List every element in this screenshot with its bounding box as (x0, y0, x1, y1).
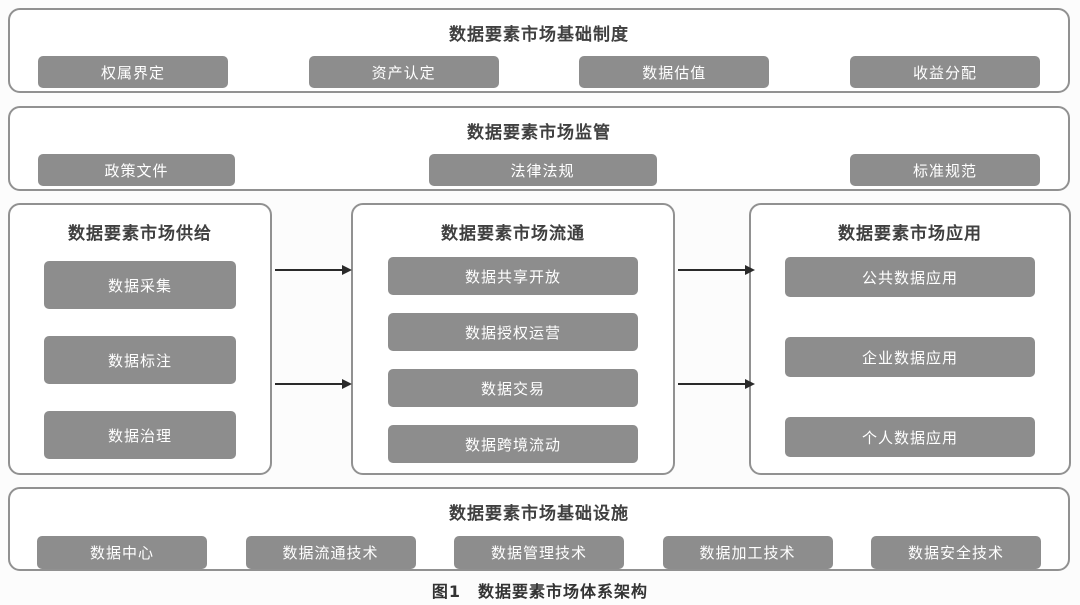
node-data-authorized-operation: 数据授权运营 (388, 313, 638, 351)
panel-supply: 数据要素市场供给 数据采集 数据标注 数据治理 (8, 203, 272, 475)
node-public-data-application: 公共数据应用 (785, 257, 1035, 297)
node-data-circulation-tech: 数据流通技术 (245, 536, 416, 569)
panel-title-circulation: 数据要素市场流通 (441, 224, 585, 244)
node-data-processing-tech: 数据加工技术 (662, 536, 833, 569)
infrastructure-node-row: 数据中心 数据流通技术 数据管理技术 数据加工技术 数据安全技术 (10, 536, 1068, 569)
flow-arrow-circulation-to-application-bottom (678, 379, 755, 389)
node-revenue-distribution: 收益分配 (849, 56, 1040, 88)
node-asset-recognition: 资产认定 (308, 56, 499, 88)
panel-application: 数据要素市场应用 公共数据应用 企业数据应用 个人数据应用 (749, 203, 1071, 475)
node-data-governance: 数据治理 (44, 411, 236, 459)
node-rights-definition: 权属界定 (38, 56, 228, 88)
node-policy-documents: 政策文件 (38, 154, 235, 186)
panel-title-application: 数据要素市场应用 (838, 224, 982, 244)
panel-title-infrastructure: 数据要素市场基础设施 (449, 504, 629, 524)
node-personal-data-application: 个人数据应用 (785, 417, 1035, 457)
panel-circulation: 数据要素市场流通 数据共享开放 数据授权运营 数据交易 数据跨境流动 (351, 203, 675, 475)
figure-caption: 图1 数据要素市场体系架构 (431, 582, 649, 601)
panel-title-supervision: 数据要素市场监管 (467, 123, 611, 143)
node-data-collection: 数据采集 (44, 261, 236, 309)
flow-arrow-supply-to-circulation-bottom (275, 379, 352, 389)
basic-system-node-row: 权属界定 资产认定 数据估值 收益分配 (10, 56, 1068, 88)
node-laws-regulations: 法律法规 (428, 154, 657, 186)
node-data-trading: 数据交易 (388, 369, 638, 407)
node-data-security-tech: 数据安全技术 (871, 536, 1041, 569)
node-data-cross-border-flow: 数据跨境流动 (388, 425, 638, 463)
panel-infrastructure: 数据要素市场基础设施 数据中心 数据流通技术 数据管理技术 数据加工技术 数据安… (8, 487, 1070, 571)
node-data-valuation: 数据估值 (579, 56, 770, 88)
node-data-labeling: 数据标注 (44, 336, 236, 384)
node-data-center: 数据中心 (37, 536, 207, 569)
application-node-column: 公共数据应用 企业数据应用 个人数据应用 (751, 257, 1069, 457)
panel-title-basic-system: 数据要素市场基础制度 (449, 25, 629, 45)
supply-node-column: 数据采集 数据标注 数据治理 (10, 261, 270, 459)
flow-arrow-supply-to-circulation-top (275, 265, 352, 275)
node-data-management-tech: 数据管理技术 (454, 536, 624, 569)
panel-basic-system: 数据要素市场基础制度 权属界定 资产认定 数据估值 收益分配 (8, 8, 1070, 93)
flow-arrow-circulation-to-application-top (678, 265, 755, 275)
supervision-node-row: 政策文件 法律法规 标准规范 (10, 154, 1068, 186)
panel-supervision: 数据要素市场监管 政策文件 法律法规 标准规范 (8, 106, 1070, 191)
node-standards: 标准规范 (850, 154, 1040, 186)
panel-title-supply: 数据要素市场供给 (68, 224, 212, 244)
node-enterprise-data-application: 企业数据应用 (785, 337, 1035, 377)
node-data-sharing-openness: 数据共享开放 (388, 257, 638, 295)
circulation-node-column: 数据共享开放 数据授权运营 数据交易 数据跨境流动 (353, 257, 673, 463)
